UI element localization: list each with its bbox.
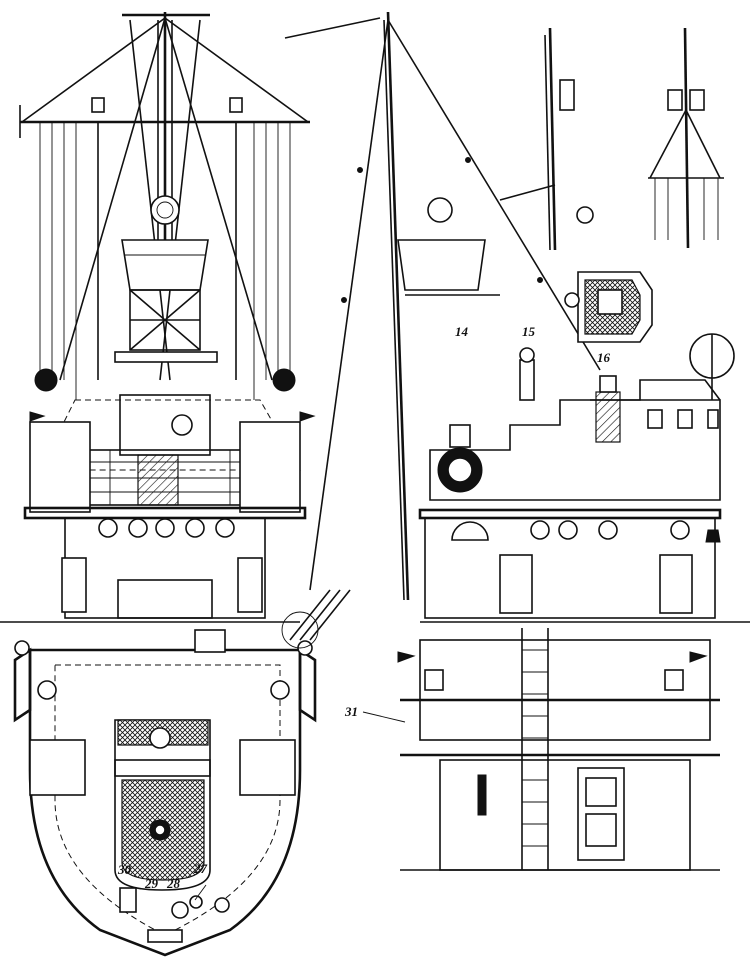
plan-view (13, 589, 351, 957)
leader-31 (362, 711, 406, 723)
side-elevation (284, 11, 750, 623)
callout-14: 14 (455, 324, 469, 339)
lower-side-detail (397, 628, 720, 871)
hatch-detail (564, 271, 653, 343)
callout-27: 27 (193, 861, 208, 876)
callout-29: 29 (144, 876, 159, 891)
callout-16: 16 (597, 350, 611, 365)
callout-30: 30 (117, 862, 132, 877)
mast-detail (499, 27, 724, 251)
callout-15: 15 (522, 324, 536, 339)
callout-31: 31 (344, 704, 358, 719)
front-elevation (0, 12, 316, 623)
callout-28: 28 (166, 876, 181, 891)
